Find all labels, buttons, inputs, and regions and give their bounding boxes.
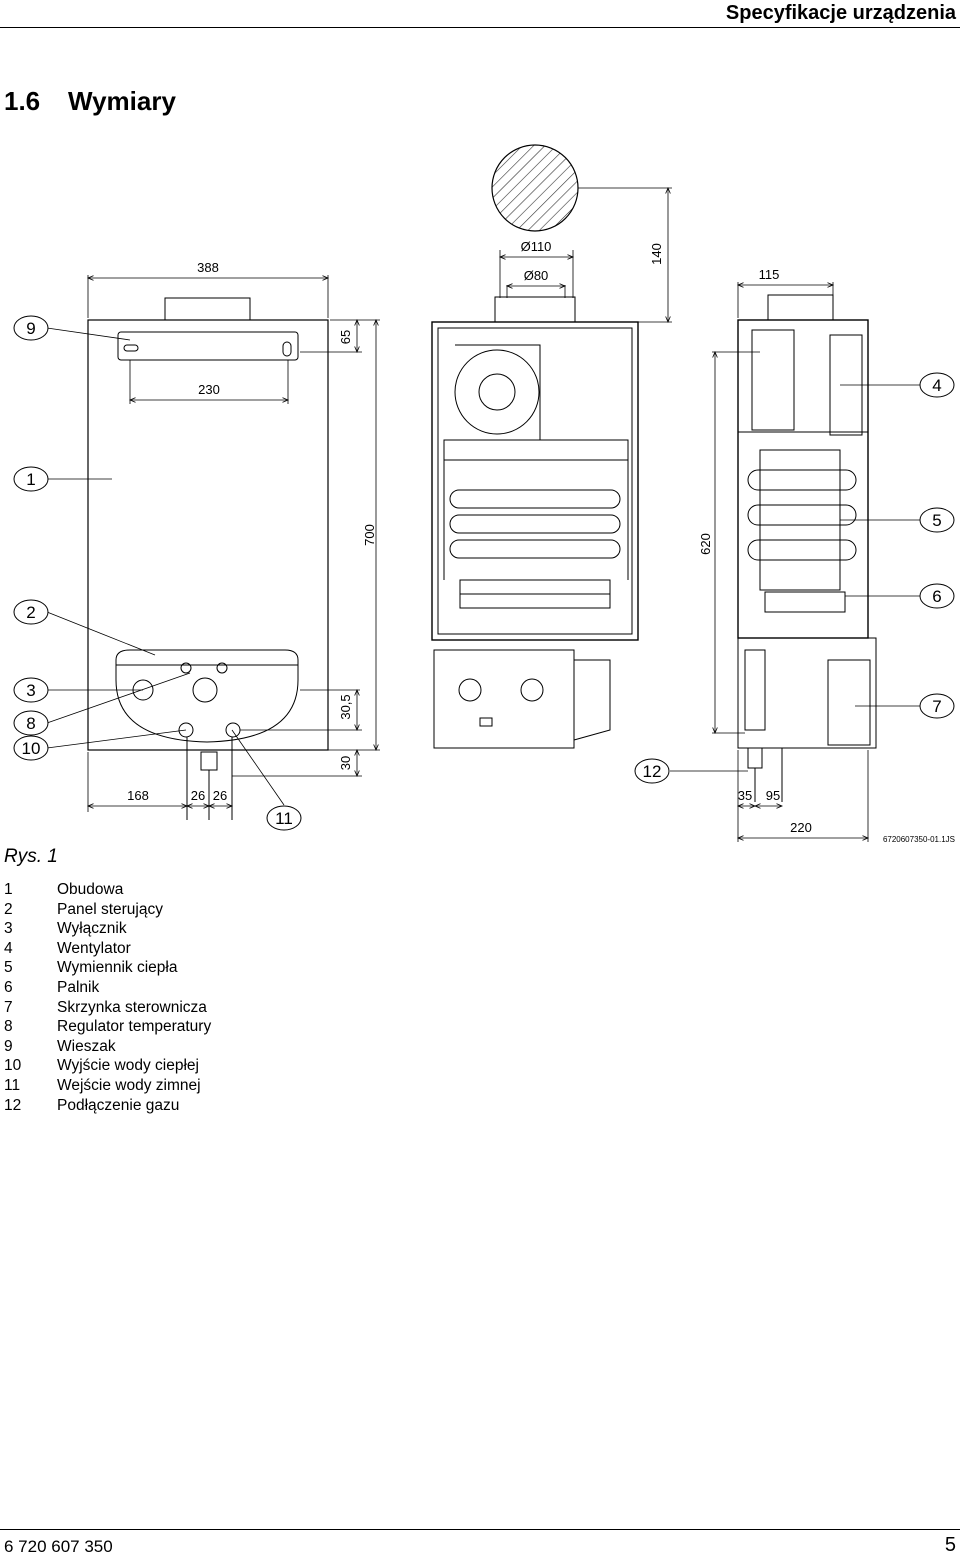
legend-label: Wentylator <box>57 939 131 957</box>
legend-number: 8 <box>4 1018 13 1036</box>
legend-item: 2 Panel sterujący <box>4 900 211 920</box>
interior-view <box>431 296 639 749</box>
legend-item: 6 Palnik <box>4 978 211 998</box>
legend-number: 11 <box>4 1076 21 1094</box>
dim-hanger-width: 230 <box>198 382 220 397</box>
legend-item: 5 Wymiennik ciepła <box>4 958 211 978</box>
legend-item: 4 Wentylator <box>4 939 211 959</box>
legend-number: 2 <box>4 900 13 918</box>
section-title: 1.6 Wymiary <box>4 86 176 117</box>
callout-4 <box>919 372 955 398</box>
callouts <box>13 315 955 831</box>
legend-label: Podłączenie gazu <box>57 1096 180 1114</box>
dim-depth: 220 <box>790 820 812 835</box>
footer-divider <box>0 1529 960 1530</box>
dimension-drawing: 9 1 2 3 8 10 11 12 4 5 6 7 388 230 Ø110 … <box>13 144 955 844</box>
figure-caption: Rys. 1 <box>4 846 58 867</box>
dim-width-total: 388 <box>197 260 219 275</box>
legend-label: Regulator temperatury <box>57 1018 212 1036</box>
callout-8 <box>13 710 49 736</box>
dim-flue-height: 140 <box>649 243 664 265</box>
legend-number: 12 <box>4 1096 22 1114</box>
legend-label: Skrzynka sterownicza <box>57 998 207 1016</box>
legend-item: 8 Regulator temperatury <box>4 1017 211 1037</box>
legend-item: 3 Wyłącznik <box>4 919 211 939</box>
callout-9 <box>13 315 49 341</box>
legend-number: 9 <box>4 1037 13 1055</box>
legend-number: 7 <box>4 998 13 1016</box>
dim-gas-spacing: 95 <box>766 788 780 803</box>
legend-number: 10 <box>4 1057 22 1075</box>
callout-3 <box>13 677 49 703</box>
side-view <box>737 294 877 802</box>
dim-flue-outer: Ø110 <box>521 239 552 254</box>
callout-6 <box>919 583 955 609</box>
callout-1 <box>13 466 49 492</box>
dim-pipe-spacing-2: 26 <box>213 788 227 803</box>
dim-left-offset: 168 <box>127 788 149 803</box>
footer-doc-number: 6 720 607 350 <box>4 1537 113 1556</box>
legend-number: 4 <box>4 939 13 957</box>
callout-10 <box>13 735 49 761</box>
callout-label: 10 <box>22 739 41 758</box>
flue-section-circle <box>491 144 579 232</box>
legend-item: 12 Podłączenie gazu <box>4 1096 211 1116</box>
legend-item: 1 Obudowa <box>4 880 211 900</box>
callout-12 <box>634 758 670 784</box>
header-divider <box>0 27 960 28</box>
callout-label: 6 <box>932 587 941 606</box>
legend-item: 11 Wejście wody zimnej <box>4 1076 211 1096</box>
callout-label: 11 <box>275 809 293 828</box>
callout-label: 12 <box>643 762 662 781</box>
drawing-code: 6720607350-01.1JS <box>883 835 955 844</box>
legend-item: 10 Wyjście wody ciepłej <box>4 1056 211 1076</box>
legend-label: Palnik <box>57 978 100 996</box>
legend-number: 3 <box>4 920 13 938</box>
legend-label: Wyjście wody ciepłej <box>57 1057 199 1075</box>
dim-side-top: 115 <box>759 267 780 282</box>
legend-label: Obudowa <box>57 881 124 898</box>
legend-number: 1 <box>4 881 13 898</box>
legend-number: 6 <box>4 978 13 996</box>
legend-label: Wyłącznik <box>57 920 127 938</box>
page-header-title: Specyfikacje urządzenia <box>725 2 956 24</box>
callout-11 <box>266 805 302 831</box>
dim-top-offset: 65 <box>338 330 353 344</box>
legend-label: Panel sterujący <box>57 900 163 918</box>
dim-gas-offset: 35 <box>738 788 752 803</box>
dim-height-total: 700 <box>362 524 377 546</box>
page-number: 5 <box>944 1534 956 1556</box>
section-title-text: Wymiary <box>68 86 176 116</box>
callout-7 <box>919 693 955 719</box>
legend-label: Wejście wody zimnej <box>57 1076 201 1094</box>
callout-label: 8 <box>26 714 35 733</box>
callout-label: 9 <box>26 319 35 338</box>
callout-2 <box>13 599 49 625</box>
legend-label: Wymiennik ciepła <box>57 959 178 977</box>
callout-label: 5 <box>932 511 941 530</box>
legend-label: Wieszak <box>57 1037 116 1055</box>
section-number: 1.6 <box>4 86 41 116</box>
callout-label: 4 <box>932 376 941 395</box>
dim-flue-inner: Ø80 <box>524 268 549 283</box>
front-view <box>87 297 329 820</box>
dim-height-inner: 620 <box>698 533 713 555</box>
legend-number: 5 <box>4 959 13 977</box>
dim-bottom-offset: 30 <box>338 756 353 770</box>
dim-panel-offset: 30,5 <box>338 694 353 719</box>
callout-label: 1 <box>26 470 35 489</box>
legend-item: 9 Wieszak <box>4 1037 211 1057</box>
callout-5 <box>919 507 955 533</box>
dim-pipe-spacing-1: 26 <box>191 788 205 803</box>
callout-label: 3 <box>26 681 35 700</box>
legend-item: 7 Skrzynka sterownicza <box>4 998 211 1018</box>
callout-label: 2 <box>26 603 35 622</box>
callout-label: 7 <box>932 697 941 716</box>
